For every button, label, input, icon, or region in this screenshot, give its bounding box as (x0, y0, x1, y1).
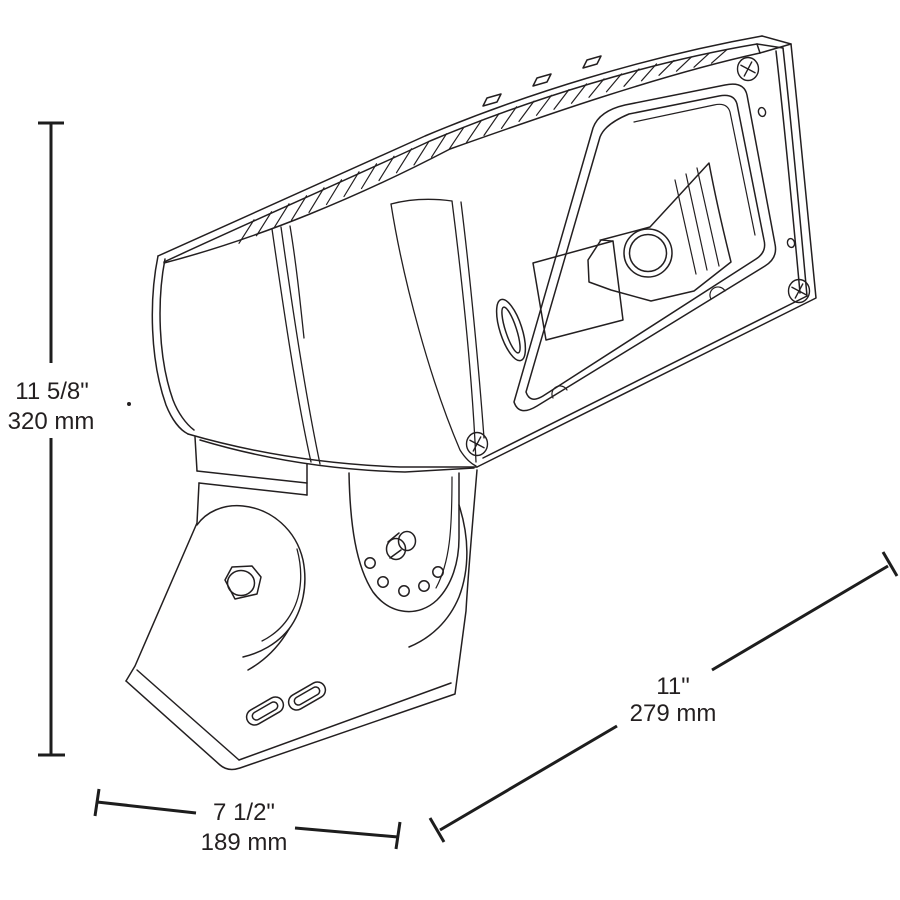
width-dimension-line (93, 788, 402, 850)
yoke-left-arm-edge (125, 482, 200, 682)
phillips-screws (465, 56, 811, 457)
dimension-labels: 11 5/8" 320 mm 7 1/2" 189 mm 11" 279 mm (8, 378, 717, 856)
yoke-far-arm (408, 504, 468, 648)
phillips-screw-icon (787, 278, 811, 304)
phillips-screw-icon (736, 56, 760, 82)
frame-hole (786, 237, 796, 249)
dimension-annotations (38, 121, 899, 850)
stray-dot (127, 402, 131, 406)
hex-bolt-icon (224, 565, 262, 600)
height-dimension-line (38, 121, 65, 757)
floodlight-fixture (125, 35, 817, 771)
heatsink-fin-array (238, 49, 728, 244)
housing-seams (271, 198, 485, 467)
phillips-screw-icon (465, 431, 489, 457)
housing-bottom-edge (187, 433, 478, 473)
pivot-pin (385, 530, 417, 561)
mounting-slot (287, 681, 327, 711)
visor (495, 162, 732, 362)
aiming-holes (364, 557, 444, 597)
yoke-disc (196, 504, 306, 658)
end-cap (151, 255, 195, 435)
frame-hole (757, 106, 767, 118)
reflector-oval (495, 298, 527, 362)
width-metric-label: 189 mm (201, 829, 288, 856)
depth-dimension-line (428, 551, 899, 843)
depth-imperial-label: 11" (656, 673, 689, 700)
lens-recess-rim (513, 83, 777, 412)
sensor-circle-inner (628, 233, 668, 273)
yoke-base (125, 469, 478, 771)
height-metric-label: 320 mm (8, 408, 95, 435)
sensor-circle (623, 228, 673, 278)
mounting-slot (245, 696, 285, 726)
pivot-knuckle (194, 436, 308, 496)
width-imperial-label: 7 1/2" (213, 799, 275, 826)
led-panel (532, 240, 624, 341)
yoke-right-arm (348, 472, 460, 613)
mounting-yoke (125, 469, 478, 771)
height-imperial-label: 11 5/8" (15, 378, 88, 405)
front-frame (476, 35, 817, 468)
depth-metric-label: 279 mm (630, 700, 717, 727)
